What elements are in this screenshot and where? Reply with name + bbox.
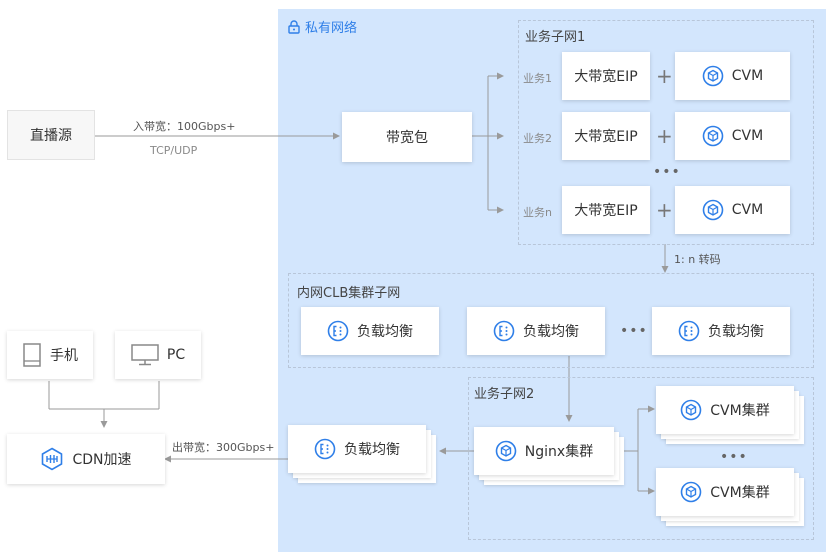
protocol-label: TCP/UDP: [150, 144, 198, 157]
cvm-icon: [680, 399, 702, 421]
vpc-title: 私有网络: [288, 17, 357, 36]
load-balancer-icon: [314, 438, 336, 460]
ellipsis: •••: [720, 449, 748, 465]
subnet2-title: 业务子网2: [474, 387, 535, 402]
live-source-box[interactable]: 直播源: [7, 110, 95, 160]
cvm-icon: [702, 125, 724, 147]
business-tag-n: 业务n: [523, 206, 552, 219]
cvm-icon: [702, 199, 724, 221]
clb-box-1[interactable]: 负载均衡: [301, 307, 439, 355]
cvm-cluster-box-1[interactable]: CVM集群: [656, 386, 794, 434]
phone-client-box[interactable]: 手机: [7, 331, 93, 379]
lock-icon: [288, 19, 300, 34]
business-subnet-1: [518, 20, 814, 245]
monitor-icon: [131, 344, 159, 366]
egress-bandwidth-label: 出带宽：300Gbps+: [172, 441, 275, 454]
plus-sign: +: [656, 124, 673, 148]
pc-client-box[interactable]: PC: [115, 331, 201, 379]
load-balancer-icon: [493, 320, 515, 342]
load-balancer-icon: [678, 320, 700, 342]
cvm-box-2[interactable]: CVM: [675, 112, 790, 160]
egress-lb-box[interactable]: 负载均衡: [288, 425, 426, 473]
cvm-cluster-box-2[interactable]: CVM集群: [656, 468, 794, 516]
plus-sign: +: [656, 198, 673, 222]
eip-box-1[interactable]: 大带宽EIP: [562, 52, 650, 100]
business-tag-1: 业务1: [523, 72, 552, 85]
cvm-icon: [495, 440, 517, 462]
ingress-bandwidth-label: 入带宽：100Gbps+: [133, 120, 236, 133]
clb-subnet-title: 内网CLB集群子网: [297, 286, 401, 301]
phone-icon: [22, 343, 42, 367]
transcode-label: 1: n 转码: [674, 253, 721, 266]
subnet1-title: 业务子网1: [525, 30, 586, 45]
business-subnet-2: [468, 377, 814, 540]
cdn-box[interactable]: CDN加速: [7, 434, 165, 484]
plus-sign: +: [656, 64, 673, 88]
cdn-icon: [40, 447, 64, 471]
business-tag-2: 业务2: [523, 132, 552, 145]
bandwidth-pack-box[interactable]: 带宽包: [342, 112, 472, 162]
cvm-box-1[interactable]: CVM: [675, 52, 790, 100]
load-balancer-icon: [327, 320, 349, 342]
clb-box-3[interactable]: 负载均衡: [652, 307, 790, 355]
nginx-cluster-box[interactable]: Nginx集群: [474, 427, 614, 475]
clb-box-2[interactable]: 负载均衡: [467, 307, 605, 355]
cvm-icon: [702, 65, 724, 87]
eip-box-2[interactable]: 大带宽EIP: [562, 112, 650, 160]
ellipsis: •••: [620, 323, 648, 339]
eip-box-n[interactable]: 大带宽EIP: [562, 186, 650, 234]
clb-cluster-subnet: [288, 273, 814, 368]
cvm-box-n[interactable]: CVM: [675, 186, 790, 234]
ellipsis: •••: [653, 164, 681, 180]
cvm-icon: [680, 481, 702, 503]
